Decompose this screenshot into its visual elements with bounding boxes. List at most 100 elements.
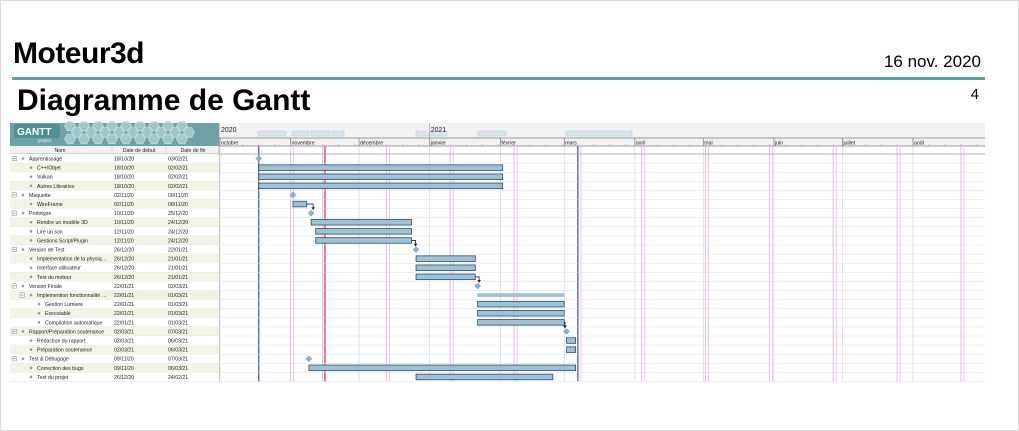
milestone-marker[interactable] bbox=[474, 282, 481, 290]
task-bar[interactable] bbox=[477, 310, 565, 317]
table-row[interactable] bbox=[10, 235, 219, 245]
task-bullet-icon bbox=[29, 366, 33, 370]
task-bar[interactable] bbox=[292, 200, 308, 208]
task-bar[interactable] bbox=[566, 337, 577, 344]
task-end-date: 22/01/21 bbox=[168, 247, 188, 253]
table-row[interactable] bbox=[10, 199, 219, 209]
task-bullet-icon bbox=[29, 375, 33, 379]
task-bar[interactable] bbox=[477, 300, 565, 308]
task-end-date: 06/03/21 bbox=[168, 366, 188, 372]
task-start-date: 22/01/21 bbox=[114, 284, 134, 290]
logo-subtext: project bbox=[38, 138, 52, 143]
dependency-arrowhead bbox=[563, 325, 567, 329]
header-decoration-0 bbox=[257, 130, 287, 137]
logo-hex bbox=[162, 133, 174, 145]
task-bullet-icon bbox=[29, 275, 33, 279]
task-bullet-icon bbox=[29, 339, 33, 342]
table-row[interactable] bbox=[10, 299, 219, 309]
task-bar[interactable] bbox=[310, 219, 412, 226]
task-start-date: 18/10/20 bbox=[114, 156, 134, 162]
table-header-row bbox=[10, 146, 219, 154]
milestone-marker[interactable] bbox=[289, 191, 297, 199]
header-decoration-3 bbox=[331, 130, 345, 137]
table-row[interactable] bbox=[10, 336, 219, 346]
table-row[interactable] bbox=[10, 372, 219, 382]
task-bar[interactable] bbox=[566, 346, 577, 353]
column-header-start: Date de début bbox=[123, 148, 156, 154]
milestone-marker[interactable] bbox=[412, 246, 420, 253]
task-bar[interactable] bbox=[258, 164, 504, 171]
table-row[interactable] bbox=[10, 308, 219, 318]
task-name: Test du moteur bbox=[37, 275, 72, 281]
task-name: Rédaction du rapport bbox=[37, 338, 86, 344]
task-start-date: 09/11/20 bbox=[114, 366, 134, 372]
task-bar[interactable] bbox=[315, 228, 412, 235]
task-end-date: 07/03/21 bbox=[168, 329, 188, 335]
task-bullet-icon bbox=[21, 193, 25, 197]
table-row[interactable] bbox=[10, 163, 219, 173]
table-row[interactable] bbox=[10, 354, 219, 364]
page-subtitle: Diagramme de Gantt bbox=[17, 84, 311, 117]
task-name: Test & Débugage bbox=[29, 357, 69, 363]
logo-hex bbox=[134, 133, 146, 145]
task-start-date: 26/12/20 bbox=[114, 266, 134, 272]
milestone-marker[interactable] bbox=[563, 328, 570, 335]
task-start-date: 10/11/20 bbox=[114, 220, 134, 226]
milestone-marker[interactable] bbox=[305, 355, 313, 363]
table-row[interactable] bbox=[10, 181, 219, 191]
table-row[interactable] bbox=[10, 154, 219, 164]
table-row[interactable] bbox=[10, 263, 219, 273]
task-bar[interactable] bbox=[477, 319, 565, 326]
task-start-date: 18/10/20 bbox=[114, 175, 134, 181]
table-row[interactable] bbox=[10, 217, 219, 227]
task-name: Implementation de la physiq… bbox=[37, 257, 107, 263]
table-row[interactable] bbox=[10, 345, 219, 355]
task-end-date: 02/03/21 bbox=[168, 284, 188, 290]
logo-hex bbox=[120, 133, 132, 145]
task-end-date: 01/03/21 bbox=[168, 302, 188, 308]
task-start-date: 09/11/20 bbox=[114, 357, 134, 363]
task-bullet-icon bbox=[37, 321, 41, 324]
table-row[interactable] bbox=[10, 254, 219, 264]
table-row[interactable] bbox=[10, 208, 219, 218]
task-end-date: 24/02/21 bbox=[168, 375, 188, 381]
table-row[interactable] bbox=[10, 226, 219, 236]
table-row[interactable] bbox=[10, 190, 219, 200]
task-start-date: 26/12/20 bbox=[114, 257, 134, 263]
milestone-marker[interactable] bbox=[307, 209, 315, 217]
table-row[interactable] bbox=[10, 272, 219, 282]
task-bar[interactable] bbox=[258, 182, 504, 190]
task-bar[interactable] bbox=[315, 237, 412, 244]
task-end-date: 24/12/20 bbox=[168, 238, 188, 244]
task-name: Rendre un modèle 3D bbox=[37, 220, 88, 226]
header-decoration-4 bbox=[415, 130, 433, 137]
task-end-date: 21/01/21 bbox=[168, 257, 188, 263]
task-bullet-icon bbox=[29, 184, 33, 188]
task-start-date: 02/11/20 bbox=[114, 202, 134, 208]
header-decoration-1 bbox=[291, 130, 310, 137]
task-bar[interactable] bbox=[258, 173, 504, 180]
milestone-marker[interactable] bbox=[255, 155, 263, 162]
month-label: février bbox=[501, 141, 516, 147]
task-name: Implemention fonctionnalité … bbox=[37, 293, 107, 299]
task-bar[interactable] bbox=[415, 373, 554, 381]
table-row[interactable] bbox=[10, 363, 219, 373]
task-bar[interactable] bbox=[415, 264, 476, 271]
task-bullet-icon bbox=[29, 293, 33, 297]
task-start-date: 02/03/21 bbox=[114, 329, 134, 335]
task-name: Interface utilisateur bbox=[37, 266, 81, 272]
task-bar[interactable] bbox=[308, 364, 577, 372]
task-name: Test du projet bbox=[37, 375, 69, 381]
table-row[interactable] bbox=[10, 281, 219, 291]
table-row[interactable] bbox=[10, 317, 219, 327]
task-start-date: 10/11/20 bbox=[114, 211, 134, 217]
summary-bar[interactable] bbox=[477, 293, 565, 297]
table-row[interactable] bbox=[10, 245, 219, 255]
task-bar[interactable] bbox=[415, 255, 476, 262]
table-row[interactable] bbox=[10, 326, 219, 336]
table-row[interactable] bbox=[10, 172, 219, 182]
task-name: Compilation automatique bbox=[45, 320, 102, 326]
table-row[interactable] bbox=[10, 290, 219, 300]
task-bar[interactable] bbox=[415, 273, 476, 281]
task-start-date: 26/12/20 bbox=[114, 247, 134, 253]
